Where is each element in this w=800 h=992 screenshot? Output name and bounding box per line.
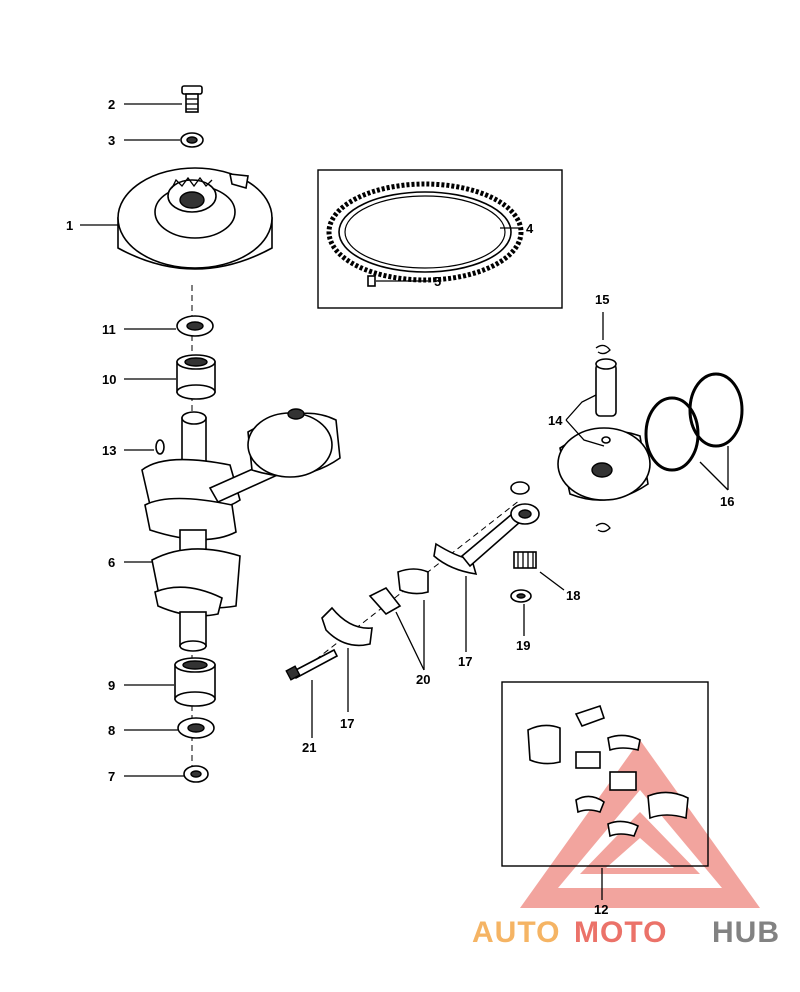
callout-10: 10 bbox=[102, 372, 116, 387]
watermark-hub: HUB bbox=[712, 916, 780, 949]
bearing-kit-box bbox=[501, 681, 709, 867]
upper-bearing bbox=[176, 354, 216, 400]
watermark-auto: AUTO bbox=[472, 916, 560, 949]
connecting-rod bbox=[433, 503, 540, 575]
woodruff-key bbox=[155, 439, 165, 455]
callout-8: 8 bbox=[108, 723, 115, 738]
lower-seal bbox=[177, 717, 215, 739]
ring-gear-box bbox=[317, 169, 563, 309]
watermark-logo bbox=[520, 740, 760, 908]
wrist-pin-washer bbox=[510, 589, 532, 603]
pin-lock-ring bbox=[595, 344, 611, 533]
lower-bearing bbox=[174, 657, 216, 707]
callout-13: 13 bbox=[102, 443, 116, 458]
bearing-kit-parts bbox=[527, 704, 689, 838]
callout-16: 16 bbox=[720, 494, 734, 509]
callout-9: 9 bbox=[108, 678, 115, 693]
ring-gear-screw bbox=[367, 275, 376, 287]
callout-1: 1 bbox=[66, 218, 73, 233]
callout-20: 20 bbox=[416, 672, 430, 687]
watermark-text: AUTO MOTO HUB bbox=[472, 916, 780, 949]
lower-washer bbox=[183, 765, 209, 783]
piston bbox=[557, 427, 651, 501]
callout-4: 4 bbox=[526, 221, 534, 236]
callout-12: 12 bbox=[594, 902, 608, 917]
callout-17-cap: 17 bbox=[340, 716, 354, 731]
callout-6: 6 bbox=[108, 555, 115, 570]
callout-21: 21 bbox=[302, 740, 316, 755]
rod-upper-washer bbox=[510, 481, 530, 495]
callout-19: 19 bbox=[516, 638, 530, 653]
rod-cap bbox=[321, 606, 373, 647]
crankshaft-assembly bbox=[141, 408, 341, 652]
callout-18: 18 bbox=[566, 588, 580, 603]
callout-3: 3 bbox=[108, 133, 115, 148]
wrist-pin bbox=[595, 358, 617, 417]
callout-2: 2 bbox=[108, 97, 115, 112]
flywheel-washer bbox=[180, 132, 204, 148]
wrist-pin-bearing bbox=[513, 551, 537, 569]
callout-7: 7 bbox=[108, 769, 115, 784]
rod-bearing-halves bbox=[368, 568, 429, 616]
callout-5: 5 bbox=[434, 274, 441, 289]
callout-11: 11 bbox=[102, 322, 116, 337]
callout-15: 15 bbox=[595, 292, 609, 307]
rod-centerline bbox=[299, 499, 521, 673]
callout-17-rod: 17 bbox=[458, 654, 472, 669]
ring-gear bbox=[326, 181, 524, 283]
flywheel-bolt bbox=[181, 85, 203, 113]
callout-14: 14 bbox=[548, 413, 563, 428]
leader-lines bbox=[80, 103, 729, 900]
flywheel bbox=[117, 167, 273, 270]
upper-seal bbox=[176, 315, 214, 337]
piston-rings bbox=[644, 372, 744, 472]
rod-bolt bbox=[285, 648, 339, 681]
watermark-moto: MOTO bbox=[574, 916, 667, 949]
